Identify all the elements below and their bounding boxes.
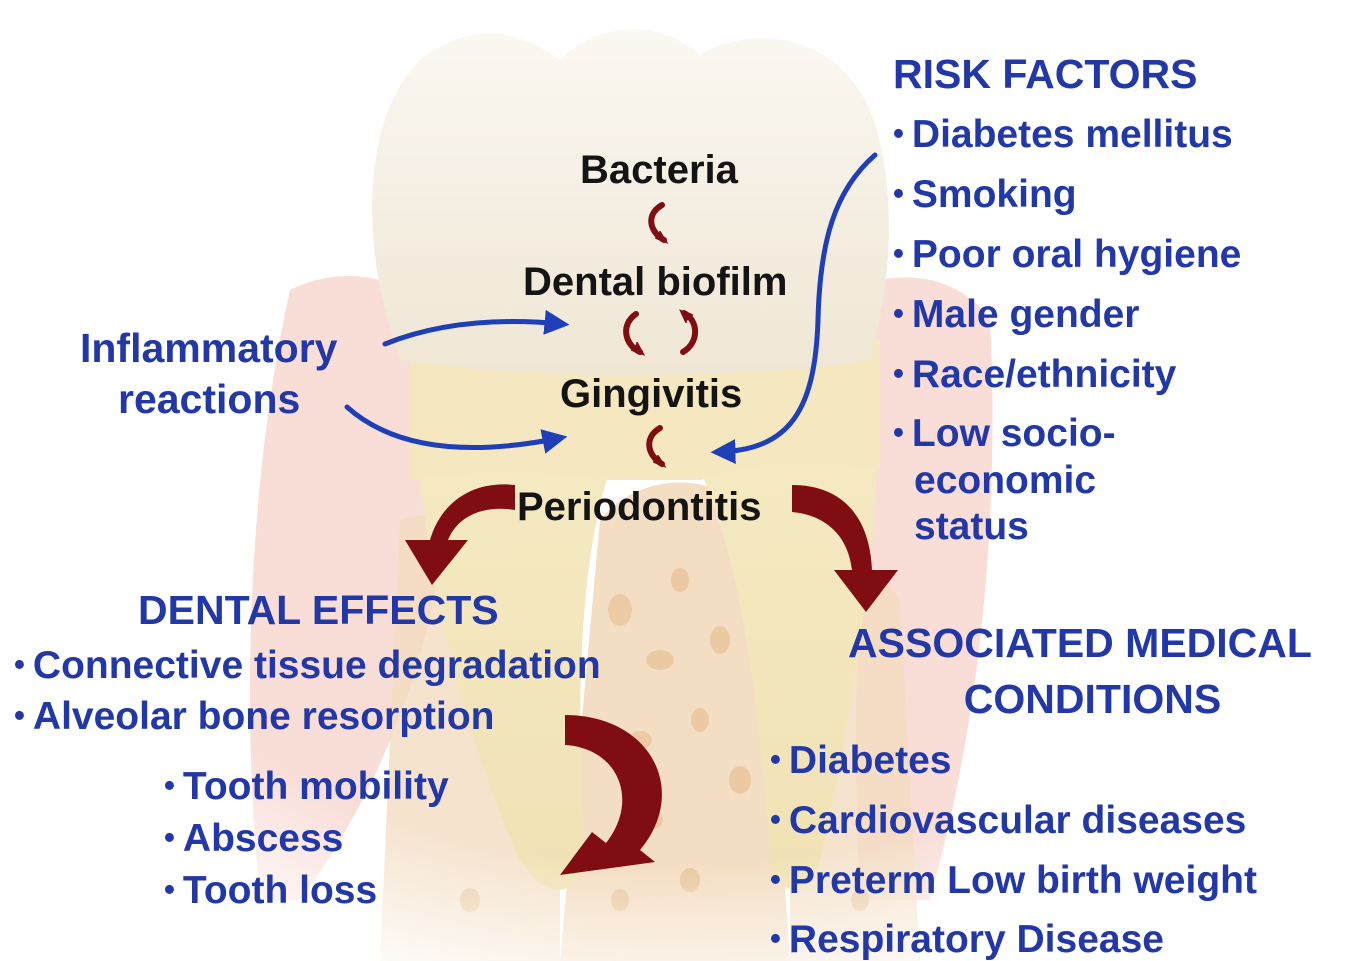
dental-effect-item: Alveolar bone resorption (14, 697, 495, 736)
dental-consequence-item: Tooth mobility (164, 767, 449, 806)
dental-biofilm-label: Dental biofilm (523, 262, 787, 302)
inflammatory-label-line1: Inflammatory (80, 328, 337, 369)
risk-factor-item: Race/ethnicity (893, 355, 1176, 394)
risk-factor-item: Diabetes mellitus (893, 115, 1233, 154)
risk-factor-continuation: economic (914, 461, 1096, 500)
medical-title-line2: CONDITIONS (820, 679, 1351, 720)
dental-effects-title: DENTAL EFFECTS (138, 590, 499, 631)
risk-factor-item: Low socio- (893, 414, 1116, 453)
dental-consequence-item: Tooth loss (164, 871, 377, 910)
bacteria-label: Bacteria (580, 150, 738, 190)
gingivitis-label: Gingivitis (560, 374, 742, 414)
risk-factor-item: Male gender (893, 295, 1140, 334)
medical-title-line1: ASSOCIATED MEDICAL (800, 623, 1351, 664)
medical-condition-item: Cardiovascular diseases (770, 801, 1246, 840)
dental-effect-item: Connective tissue degradation (14, 646, 601, 685)
medical-condition-item: Respiratory Disease (770, 920, 1164, 959)
risk-factor-item: Smoking (893, 175, 1077, 214)
inflammatory-label-line2: reactions (118, 379, 300, 420)
medical-condition-item: Diabetes (770, 741, 952, 780)
risk-factor-item: Poor oral hygiene (893, 235, 1241, 274)
dental-consequence-item: Abscess (164, 819, 343, 858)
risk-factors-title: RISK FACTORS (893, 54, 1198, 95)
periodontitis-label: Periodontitis (517, 487, 761, 527)
risk-factor-continuation: status (914, 507, 1029, 546)
medical-condition-item: Preterm Low birth weight (770, 861, 1257, 900)
